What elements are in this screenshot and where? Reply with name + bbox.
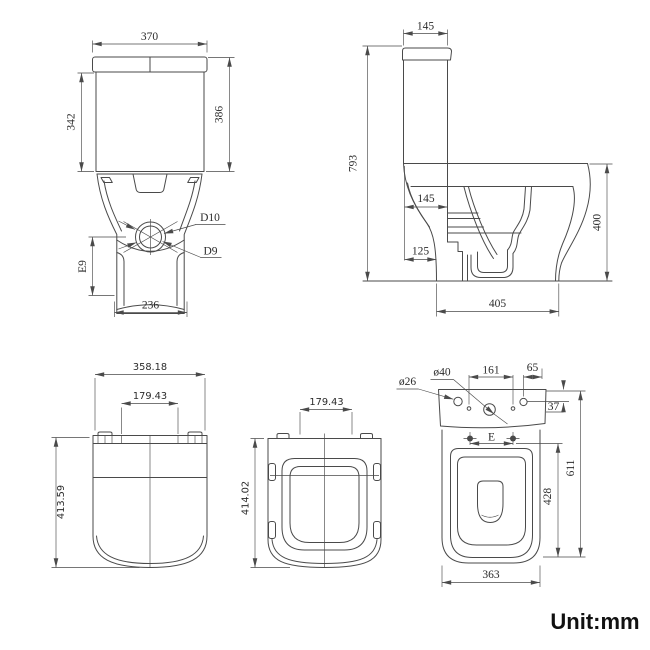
seat-view-dimensions: 179.43 414.02	[241, 397, 353, 568]
dim-bowl-width: 363	[482, 569, 500, 581]
side-view: 145 793 145 125 400 405	[348, 21, 613, 317]
dim-bowl-height: 400	[592, 214, 604, 232]
side-hole	[519, 397, 528, 407]
tank-body-front	[95, 71, 205, 172]
sump-outline	[477, 480, 504, 523]
tank-body-side	[403, 59, 448, 164]
trap-outer	[470, 253, 514, 278]
seat-bumper	[373, 463, 381, 481]
top-view: E 161 65 37 428 611 363 ø26	[396, 362, 586, 587]
dim-hinge-spacing: E	[488, 432, 495, 444]
dim-total-height: 793	[348, 155, 360, 173]
top-view-outline	[438, 389, 547, 564]
dim-seat-depth: 414.02	[241, 481, 252, 515]
dim-side-hole-offset: 65	[527, 362, 539, 374]
tank-lid-side	[402, 47, 452, 61]
front-view-dimensions: 370 342 386 D10 D9 E9 236	[66, 31, 235, 317]
seat-hinge-tabs	[276, 433, 373, 439]
dim-outlet-offset: E9	[77, 260, 89, 273]
dim-lid-width: 358.18	[133, 362, 167, 373]
dim-seat-hinge-span: 179.43	[309, 397, 343, 408]
seat-view: 179.43 414.02	[241, 397, 382, 568]
seat-bumper	[268, 521, 276, 539]
dim-base-depth: 405	[489, 298, 507, 310]
dim-base-width: 236	[142, 300, 160, 312]
bowl-top-outline	[441, 429, 541, 564]
dim-tank-height: 342	[66, 113, 78, 131]
dim-total-depth: 611	[565, 459, 577, 476]
dim-outlet-inner: D9	[203, 246, 217, 258]
top-view-dimensions: E 161 65 37 428 611 363 ø26	[396, 362, 586, 587]
lid-view-dimensions: 358.18 179.43 413.59	[51, 362, 206, 568]
unit-label: Unit:mm	[550, 609, 639, 634]
dim-rim-inset: 145	[417, 193, 435, 205]
seat-view-outline	[267, 433, 382, 568]
dim-base-inset: 125	[412, 246, 430, 258]
dim-lid-depth: 413.59	[56, 485, 67, 519]
front-view: 370 342 386 D10 D9 E9 236	[66, 31, 235, 317]
dim-lid-depth: 145	[417, 21, 435, 33]
lid-view-outline	[92, 431, 208, 568]
inlet-hole	[453, 396, 463, 407]
dim-tank-width: 370	[141, 31, 159, 43]
dim-hole-spacing: 161	[482, 365, 500, 377]
side-view-dimensions: 145 793 145 125 400 405	[348, 21, 613, 317]
seat-bumper	[373, 521, 381, 539]
seat-bumper	[268, 463, 276, 481]
dim-flush-hole: ø40	[433, 367, 451, 379]
lid-hinge-tabs	[97, 431, 203, 436]
dim-lid-hinge-span: 179.43	[133, 391, 167, 402]
dim-upper-height: 386	[214, 106, 226, 124]
dim-seat-depth-plan: 428	[542, 488, 554, 506]
side-view-outline	[362, 47, 613, 282]
flush-hole	[483, 403, 496, 416]
front-view-outline	[92, 56, 208, 314]
lid-view: 358.18 179.43 413.59	[51, 362, 208, 568]
seat-opening-outer	[281, 458, 368, 551]
dim-rear-offset: 37	[548, 401, 560, 413]
tank-top-outline	[438, 389, 547, 429]
trap-inner	[477, 249, 508, 273]
seat-opening-inner	[289, 466, 360, 543]
dim-outlet-outer: D10	[200, 212, 220, 224]
dim-inlet-hole: ø26	[399, 376, 417, 388]
